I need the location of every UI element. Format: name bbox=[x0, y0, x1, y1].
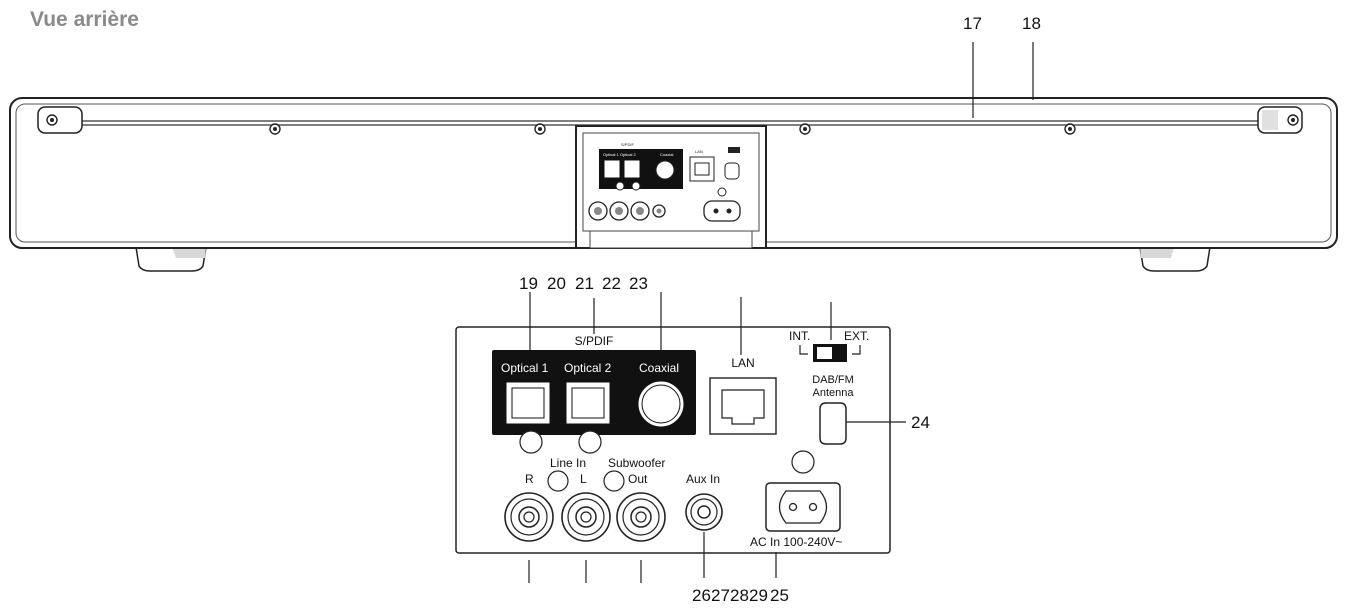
callout-28: 28 bbox=[730, 586, 749, 605]
line-in-led bbox=[547, 470, 569, 492]
svg-text:S/PDIF: S/PDIF bbox=[621, 142, 634, 147]
subwoofer-out-jack bbox=[616, 492, 666, 542]
lan-label: LAN bbox=[731, 356, 754, 370]
leader-lines bbox=[528, 42, 1034, 583]
svg-text:Coaxial: Coaxial bbox=[660, 152, 673, 157]
subwoofer-out-label: Out bbox=[628, 472, 648, 486]
callout-27: 27 bbox=[711, 586, 730, 605]
optical-2-led bbox=[578, 430, 602, 454]
callout-25: 25 bbox=[770, 586, 789, 605]
callout-20: 20 bbox=[547, 274, 566, 293]
int-label: INT. bbox=[789, 329, 810, 343]
optical-1-label: Optical 1 bbox=[501, 361, 549, 375]
antenna-label-line2: Antenna bbox=[813, 387, 855, 399]
power-led bbox=[791, 450, 815, 474]
svg-text:Optical 1 Optical 2: Optical 1 Optical 2 bbox=[603, 152, 636, 157]
ext-label: EXT. bbox=[844, 329, 869, 343]
line-in-l-label: L bbox=[580, 472, 587, 486]
subwoofer-led bbox=[603, 470, 625, 492]
line-in-r-label: R bbox=[525, 472, 534, 486]
optical-2-port bbox=[566, 382, 610, 424]
line-in-label: Line In bbox=[550, 456, 586, 470]
callout-19: 19 bbox=[519, 274, 538, 293]
callout-29: 29 bbox=[749, 586, 768, 605]
coaxial-port bbox=[638, 381, 684, 427]
spdif-label: S/PDIF bbox=[575, 334, 614, 348]
line-in-l-jack bbox=[561, 492, 611, 542]
callout-17: 17 bbox=[963, 14, 982, 33]
aux-in-label: Aux In bbox=[686, 472, 720, 486]
subwoofer-label: Subwoofer bbox=[608, 456, 665, 470]
ac-in-label: AC In 100-240V~ bbox=[750, 535, 842, 549]
optical-2-label: Optical 2 bbox=[564, 361, 612, 375]
coaxial-label: Coaxial bbox=[639, 361, 679, 375]
aux-in-jack bbox=[685, 493, 723, 531]
page-title: Vue arrière bbox=[30, 8, 139, 31]
antenna-port bbox=[819, 402, 847, 445]
optical-1-port bbox=[506, 382, 550, 424]
line-in-r-jack bbox=[504, 492, 554, 542]
connector-panel-enlarged: S/PDIF Optical 1 Optical 2 Coaxial LAN I… bbox=[455, 326, 891, 554]
svg-text:LAN: LAN bbox=[695, 149, 703, 154]
antenna-label-line1: DAB/FM bbox=[812, 374, 854, 386]
optical-1-led bbox=[519, 430, 543, 454]
callout-numbers: 17 18 19 20 21 22 23 24 26 27 28 29 25 bbox=[519, 14, 1041, 605]
callout-22: 22 bbox=[602, 274, 621, 293]
callout-21: 21 bbox=[575, 274, 594, 293]
callout-26: 26 bbox=[692, 586, 711, 605]
callout-23: 23 bbox=[629, 274, 648, 293]
callout-24: 24 bbox=[911, 413, 930, 432]
soundbar-connector-panel-thumbnail: S/PDIF Optical 1 Optical 2 Coaxial LAN bbox=[575, 125, 767, 249]
callout-18: 18 bbox=[1022, 14, 1041, 33]
